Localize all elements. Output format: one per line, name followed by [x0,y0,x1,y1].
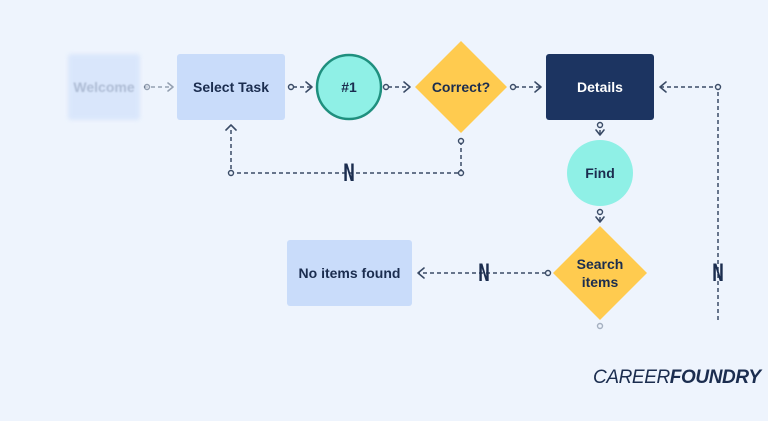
edge-label-no-correct: N [343,159,355,187]
arrowhead-details-right [659,81,667,93]
find-node [567,140,633,206]
dot [596,208,604,216]
dot [714,83,722,91]
arrowhead-correct [403,81,411,93]
dot [382,83,390,91]
step-1-node [315,53,383,121]
logo-career: CAREER [593,367,670,388]
correct-decision-node [415,41,507,133]
dot [227,169,235,177]
dot [544,269,552,277]
dot [596,121,604,129]
connector-correct-no-loop [230,129,462,174]
connector-dots [143,83,722,330]
logo-foundry: FOUNDRY [669,367,761,388]
details-node [546,54,654,120]
edge-label-no-right: N [712,259,724,287]
dot [457,169,465,177]
arrowhead-details [534,81,542,93]
dot [287,83,295,91]
no-items-found-node [287,240,412,306]
arrowhead-search [595,216,605,223]
dot [143,83,151,91]
dot [596,322,604,330]
welcome-node [68,54,140,120]
arrowhead-find [595,129,605,136]
careerfoundry-logo: CAREERFOUNDRY [593,367,761,389]
dot [509,83,517,91]
arrowhead-select [167,82,174,92]
arrowhead-step1 [305,81,313,93]
search-items-decision-node [553,226,647,320]
arrowhead-select-up [225,124,237,131]
edge-label-no-search: N [478,259,490,287]
dot [457,137,465,145]
arrowheads [167,81,667,279]
select-task-node [177,54,285,120]
arrowhead-no-items [417,267,425,279]
